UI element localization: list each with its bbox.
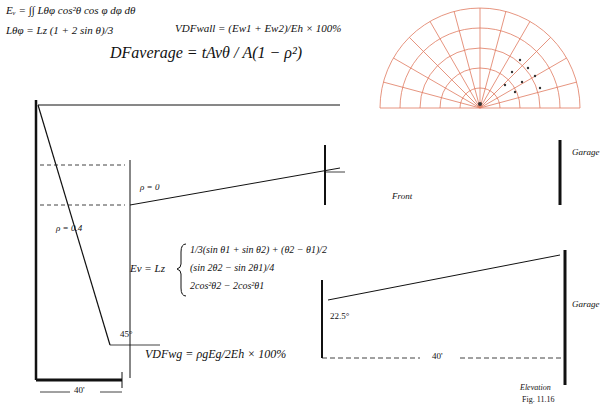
formula-term: 1/3(sin θ1 + sin θ2) + (θ2 − θ1)/2 — [190, 244, 327, 255]
dimension: 40' — [432, 352, 443, 362]
formula: VDFwg = ρgEg/2Eh × 100% — [145, 348, 286, 361]
polar-dots — [478, 59, 541, 106]
formula: Eᵥ = ∫∫ Lθφ cos²θ cos φ dφ dθ — [6, 4, 135, 16]
formula-term: 2cos²θ2 − 2cos²θ1 — [190, 280, 264, 291]
brace — [177, 244, 186, 296]
angle-label: 45° — [120, 330, 133, 340]
reflectance-label: ρ = 0 — [140, 183, 159, 193]
section-sketch — [36, 100, 340, 392]
plan-label: Front — [392, 192, 412, 202]
dimension: 40' — [74, 386, 85, 396]
formula: DFaverage = tAvθ / A(1 − ρ²) — [110, 44, 302, 62]
figure-number: Fig. 11.16 — [522, 396, 554, 405]
formula: VDFwall = (Ew1 + Ew2)/Eh × 100% — [175, 22, 341, 34]
elevation-sketch — [322, 250, 565, 385]
angle-label: 22.5° — [330, 312, 349, 322]
formula: Lθφ = Lz (1 + 2 sin θ)/3 — [6, 24, 113, 36]
formula: Ev = Lz — [130, 262, 165, 274]
reflectance-label: ρ = 0.4 — [56, 224, 82, 234]
plan-label: Garage — [572, 148, 600, 158]
elevation-label: Garage — [572, 300, 600, 310]
plan-sketch — [325, 140, 560, 205]
formula-term: (sin 2θ2 − sin 2θ1)/4 — [190, 262, 274, 273]
polar-chart — [380, 8, 580, 108]
caption-text: Elevation — [520, 384, 551, 393]
